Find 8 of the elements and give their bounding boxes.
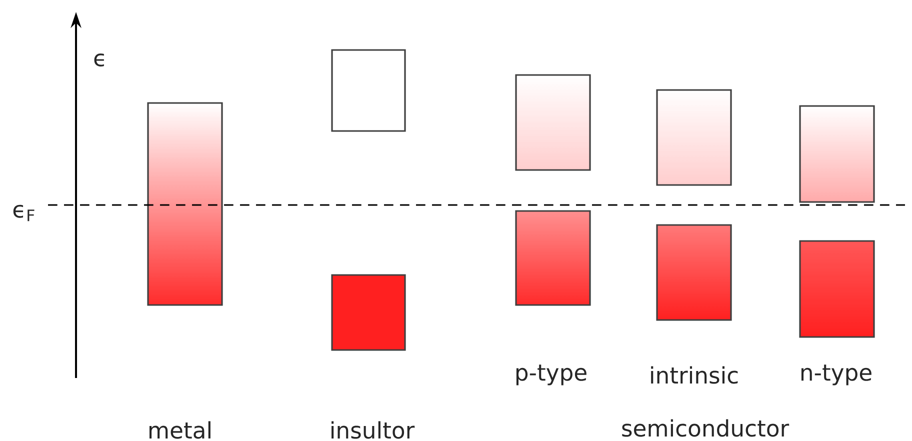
material-label: metal [150, 421, 210, 439]
band-label: p-type [516, 364, 586, 386]
axis-label: ϵ [94, 53, 104, 66]
material-label: insultor [332, 421, 415, 439]
material-label: semiconductor [622, 419, 790, 437]
band-label: intrinsic [651, 366, 738, 384]
axis-label: ϵ$_{F}$ [13, 204, 34, 222]
band-label: n-type [801, 364, 872, 386]
